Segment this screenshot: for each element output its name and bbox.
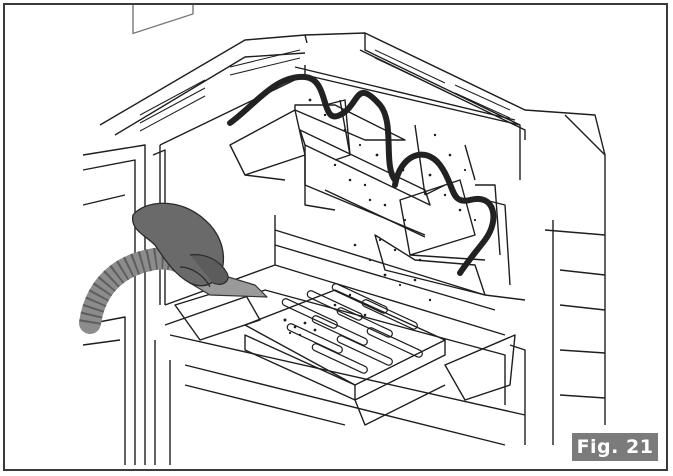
stove-cabinet xyxy=(82,5,606,465)
ash-particles xyxy=(283,98,477,337)
figure-label: Fig. 21 xyxy=(572,433,658,461)
heat-exchanger-baffles xyxy=(229,99,511,296)
brazier-grate xyxy=(174,283,516,426)
cleaning-hoses xyxy=(227,73,497,276)
firebox xyxy=(154,65,526,465)
stove-cleaning-illustration xyxy=(79,5,606,465)
figure-frame: Fig. 21 xyxy=(3,3,668,471)
gloved-hand-icon xyxy=(132,202,229,288)
